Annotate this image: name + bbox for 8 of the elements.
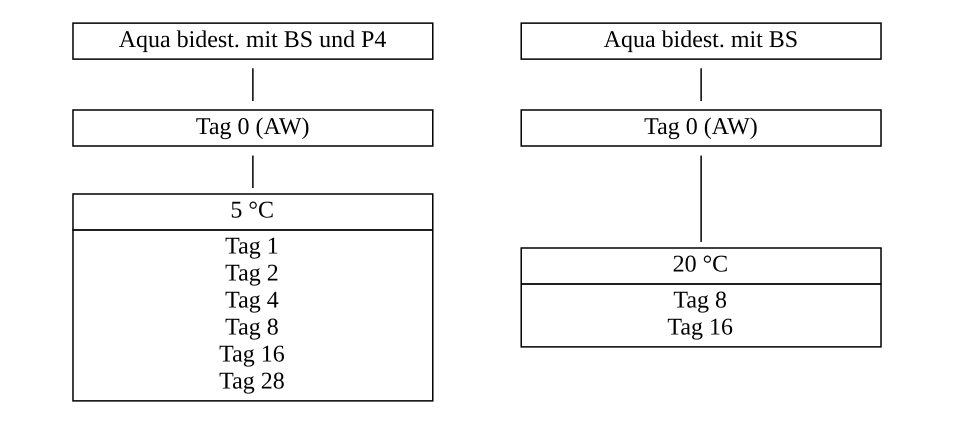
node-box: Aqua bidest. mit BS (520, 22, 882, 60)
connector (700, 68, 702, 102)
node-box: Tag 0 (AW) (72, 109, 434, 147)
node-box: Aqua bidest. mit BS und P4 (72, 22, 434, 60)
connector (252, 156, 254, 188)
connector (700, 156, 702, 242)
node-box: Tag 0 (AW) (520, 109, 882, 147)
connector (252, 68, 254, 102)
